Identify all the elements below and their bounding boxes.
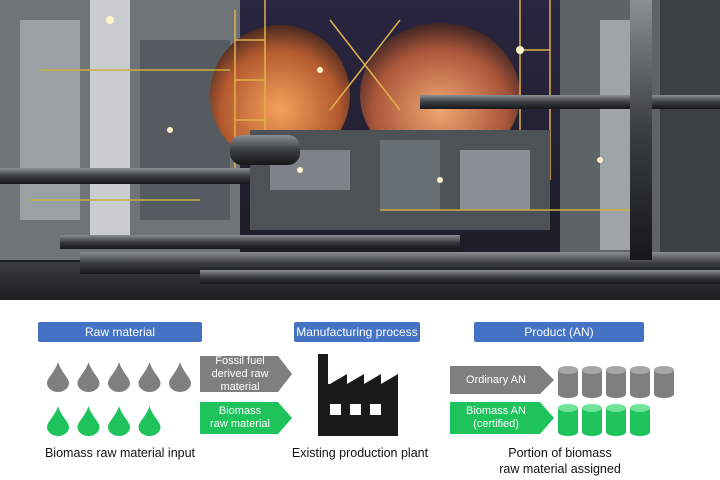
plant-photo (0, 0, 720, 300)
biomass-an-label-line2: (certified) (473, 418, 519, 430)
fossil-fuel-label-line1: Fossil fuel (215, 354, 265, 367)
fossil-fuel-label: Fossil fuel derived raw material (200, 354, 280, 393)
ordinary-an-cylinder (582, 366, 602, 398)
fossil-drop (77, 362, 100, 392)
factory-icon (318, 354, 398, 436)
biomass-mass-balance-diagram: Raw material Manufacturing process Produ… (0, 300, 720, 480)
biomass-an-label: Biomass AN (certified) (450, 402, 542, 434)
biomass-arrow (200, 402, 292, 434)
ordinary-an-label: Ordinary AN (466, 373, 526, 386)
biomass-drop (77, 406, 100, 436)
biomass-an-cylinders (558, 404, 650, 436)
ordinary-an-cylinder (606, 366, 626, 398)
biomass-an-arrow (450, 402, 554, 434)
biomass-raw-label-line2: raw material (210, 418, 270, 430)
fossil-fuel-arrow (200, 356, 292, 392)
biomass-an-cylinder (630, 404, 650, 436)
fossil-drops (47, 362, 191, 392)
biomass-drop (138, 406, 161, 436)
biomass-raw-label: Biomass raw material (200, 402, 280, 434)
product-caption-line1: Portion of biomass (508, 446, 612, 460)
ordinary-an-cylinder (558, 366, 578, 398)
manufacturing-process-header: Manufacturing process (294, 322, 420, 342)
biomass-drops (47, 406, 161, 436)
raw-material-header: Raw material (38, 322, 202, 342)
ordinary-an-cylinder (630, 366, 650, 398)
fossil-drop (108, 362, 130, 392)
fossil-fuel-label-line3: material (220, 380, 260, 393)
biomass-raw-label-line1: Biomass (218, 405, 262, 417)
product-caption: Portion of biomass raw material assigned (470, 445, 650, 477)
ordinary-an-cylinders (558, 366, 674, 398)
biomass-an-label-line1: Biomass AN (466, 405, 526, 417)
plant-photo-illustration (0, 0, 720, 300)
raw-material-caption: Biomass raw material input (44, 446, 196, 460)
fossil-drop (169, 362, 191, 392)
biomass-drop (108, 406, 130, 436)
ordinary-an-cylinder (654, 366, 674, 398)
biomass-an-cylinder (606, 404, 626, 436)
manufacturing-caption: Existing production plant (291, 446, 429, 460)
fossil-drop (138, 362, 161, 392)
ordinary-an-arrow (450, 366, 554, 394)
fossil-drop (47, 362, 69, 392)
biomass-an-cylinder (582, 404, 602, 436)
biomass-an-cylinder (558, 404, 578, 436)
fossil-fuel-label-line2: derived raw (211, 367, 269, 380)
biomass-drop (47, 406, 69, 436)
product-header: Product (AN) (474, 322, 644, 342)
product-caption-line2: raw material assigned (499, 462, 621, 476)
diagram-graphics (47, 354, 674, 436)
